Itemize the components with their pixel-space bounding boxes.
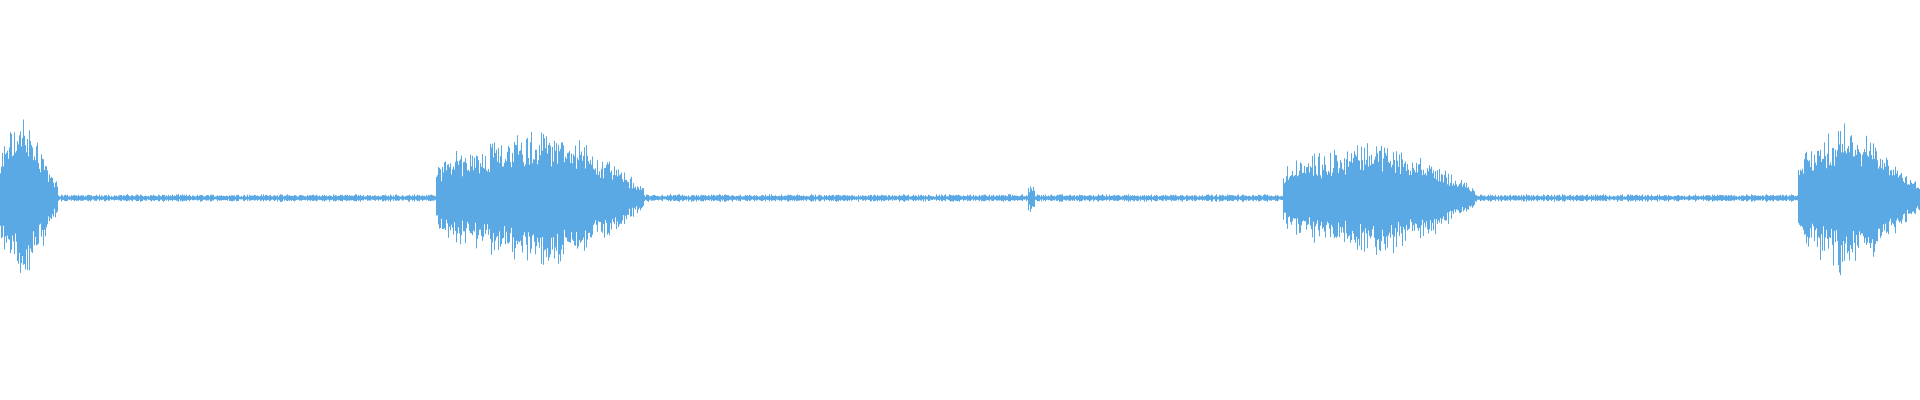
waveform-path xyxy=(0,119,1920,276)
waveform-samples xyxy=(0,119,1920,276)
